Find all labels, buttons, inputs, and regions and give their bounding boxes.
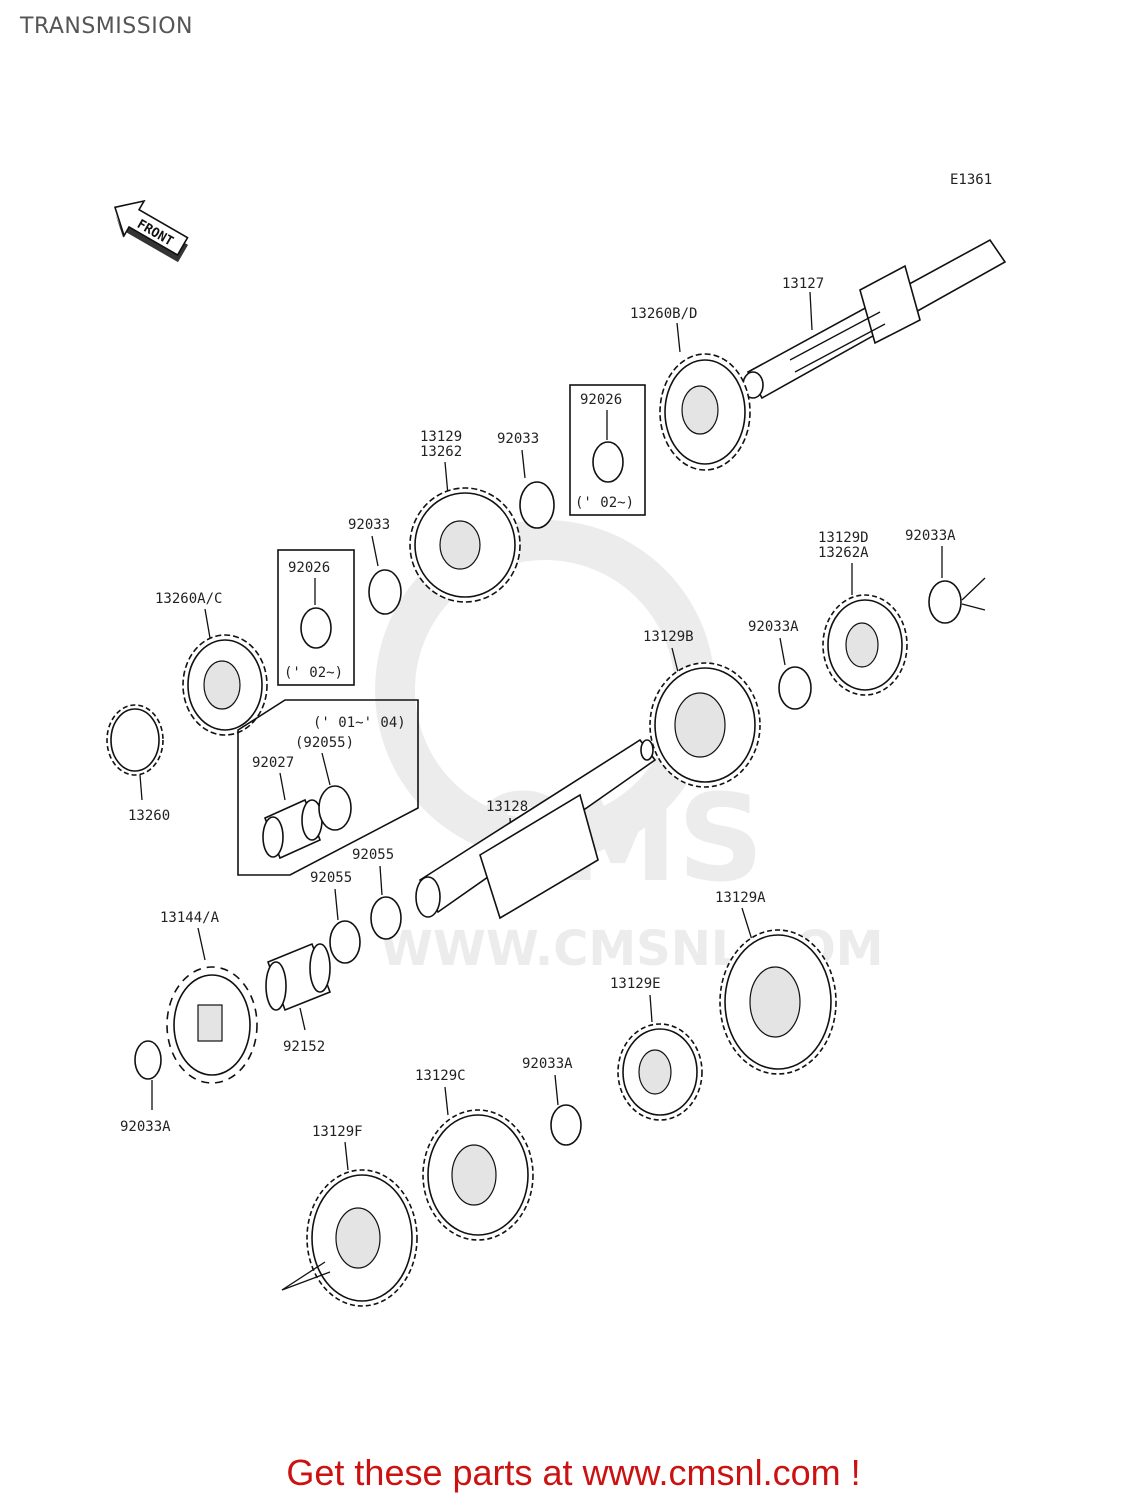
label-13127: 13127 [782, 276, 824, 292]
ring-92055-b [329, 920, 361, 964]
label-13260: 13260 [128, 808, 170, 824]
footer-link[interactable]: Get these parts at www.cmsnl.com ! [286, 1452, 861, 1493]
ring-92033a-mid [778, 666, 812, 710]
ring-92033a-low [550, 1104, 582, 1146]
shaft-13128 [415, 738, 657, 920]
shaft-13127 [742, 238, 1007, 400]
transmission-diagram: CMS WWW.CMSNL.COM FRONT E1361 13127 1326… [106, 172, 1007, 1307]
collar-92027 [262, 798, 323, 860]
label-13129f: 13129F [312, 1124, 363, 1140]
ring-92033-a [519, 481, 555, 529]
label-02-top: (' 02~) [575, 495, 634, 511]
label-02-mid: (' 02~) [284, 665, 343, 681]
front-arrow-icon: FRONT [113, 199, 189, 263]
callout-box-92026-mid [277, 549, 355, 686]
gear-13260ac [182, 634, 268, 736]
label-13129b: 13129B [643, 629, 694, 645]
label-13144a: 13144/A [160, 910, 220, 926]
label-13129e: 13129E [610, 976, 661, 992]
label-92033a-left: 92033A [120, 1119, 171, 1135]
label-92152: 92152 [283, 1039, 325, 1055]
label-13260ac: 13260A/C [155, 591, 222, 607]
label-13129c: 13129C [415, 1068, 466, 1084]
gear-13260bd [659, 353, 751, 471]
label-92055-b: 92055 [310, 870, 352, 886]
label-13129d: 13129D [818, 530, 869, 546]
label-01-04: (' 01~' 04) [313, 715, 406, 731]
label-92026-mid: 92026 [288, 560, 330, 576]
label-13128: 13128 [486, 799, 528, 815]
collar-92152 [265, 942, 332, 1012]
gear-13129-13262 [409, 487, 521, 603]
label-13262: 13262 [420, 444, 462, 460]
ring-92033a-left [134, 1040, 162, 1080]
gear-13129a [719, 929, 837, 1075]
label-13129a: 13129A [715, 890, 766, 906]
gear-13129d [822, 594, 908, 696]
label-92033a-low: 92033A [522, 1056, 573, 1072]
ring-92033a-top [928, 580, 962, 624]
label-92026-top: 92026 [580, 392, 622, 408]
gear-13260 [106, 704, 164, 776]
label-92033-a: 92033 [497, 431, 539, 447]
gear-13129e [617, 1023, 703, 1121]
label-92033a-mid: 92033A [748, 619, 799, 635]
sprocket-13144a [166, 966, 258, 1084]
label-92033a-top: 92033A [905, 528, 956, 544]
diagram-code: E1361 [950, 172, 992, 188]
gear-13129b [649, 662, 761, 788]
callout-box-92026-top [569, 384, 646, 516]
ring-92055-bracket [318, 785, 352, 831]
ring-92055-a [370, 896, 402, 940]
ring-92026-mid [300, 607, 332, 649]
ring-92033-b [368, 569, 402, 615]
gear-13129c [422, 1109, 534, 1241]
page-title: TRANSMISSION [20, 14, 193, 39]
callout-box-01-04 [237, 699, 419, 876]
label-13129: 13129 [420, 429, 462, 445]
label-13260bd: 13260B/D [630, 306, 697, 322]
ring-92026-top [592, 441, 624, 483]
label-92055-paren: (92055) [295, 735, 354, 751]
label-13262a: 13262A [818, 545, 869, 561]
label-92027: 92027 [252, 755, 294, 771]
label-92055-a: 92055 [352, 847, 394, 863]
label-92033-b: 92033 [348, 517, 390, 533]
gear-13129f [306, 1169, 418, 1307]
